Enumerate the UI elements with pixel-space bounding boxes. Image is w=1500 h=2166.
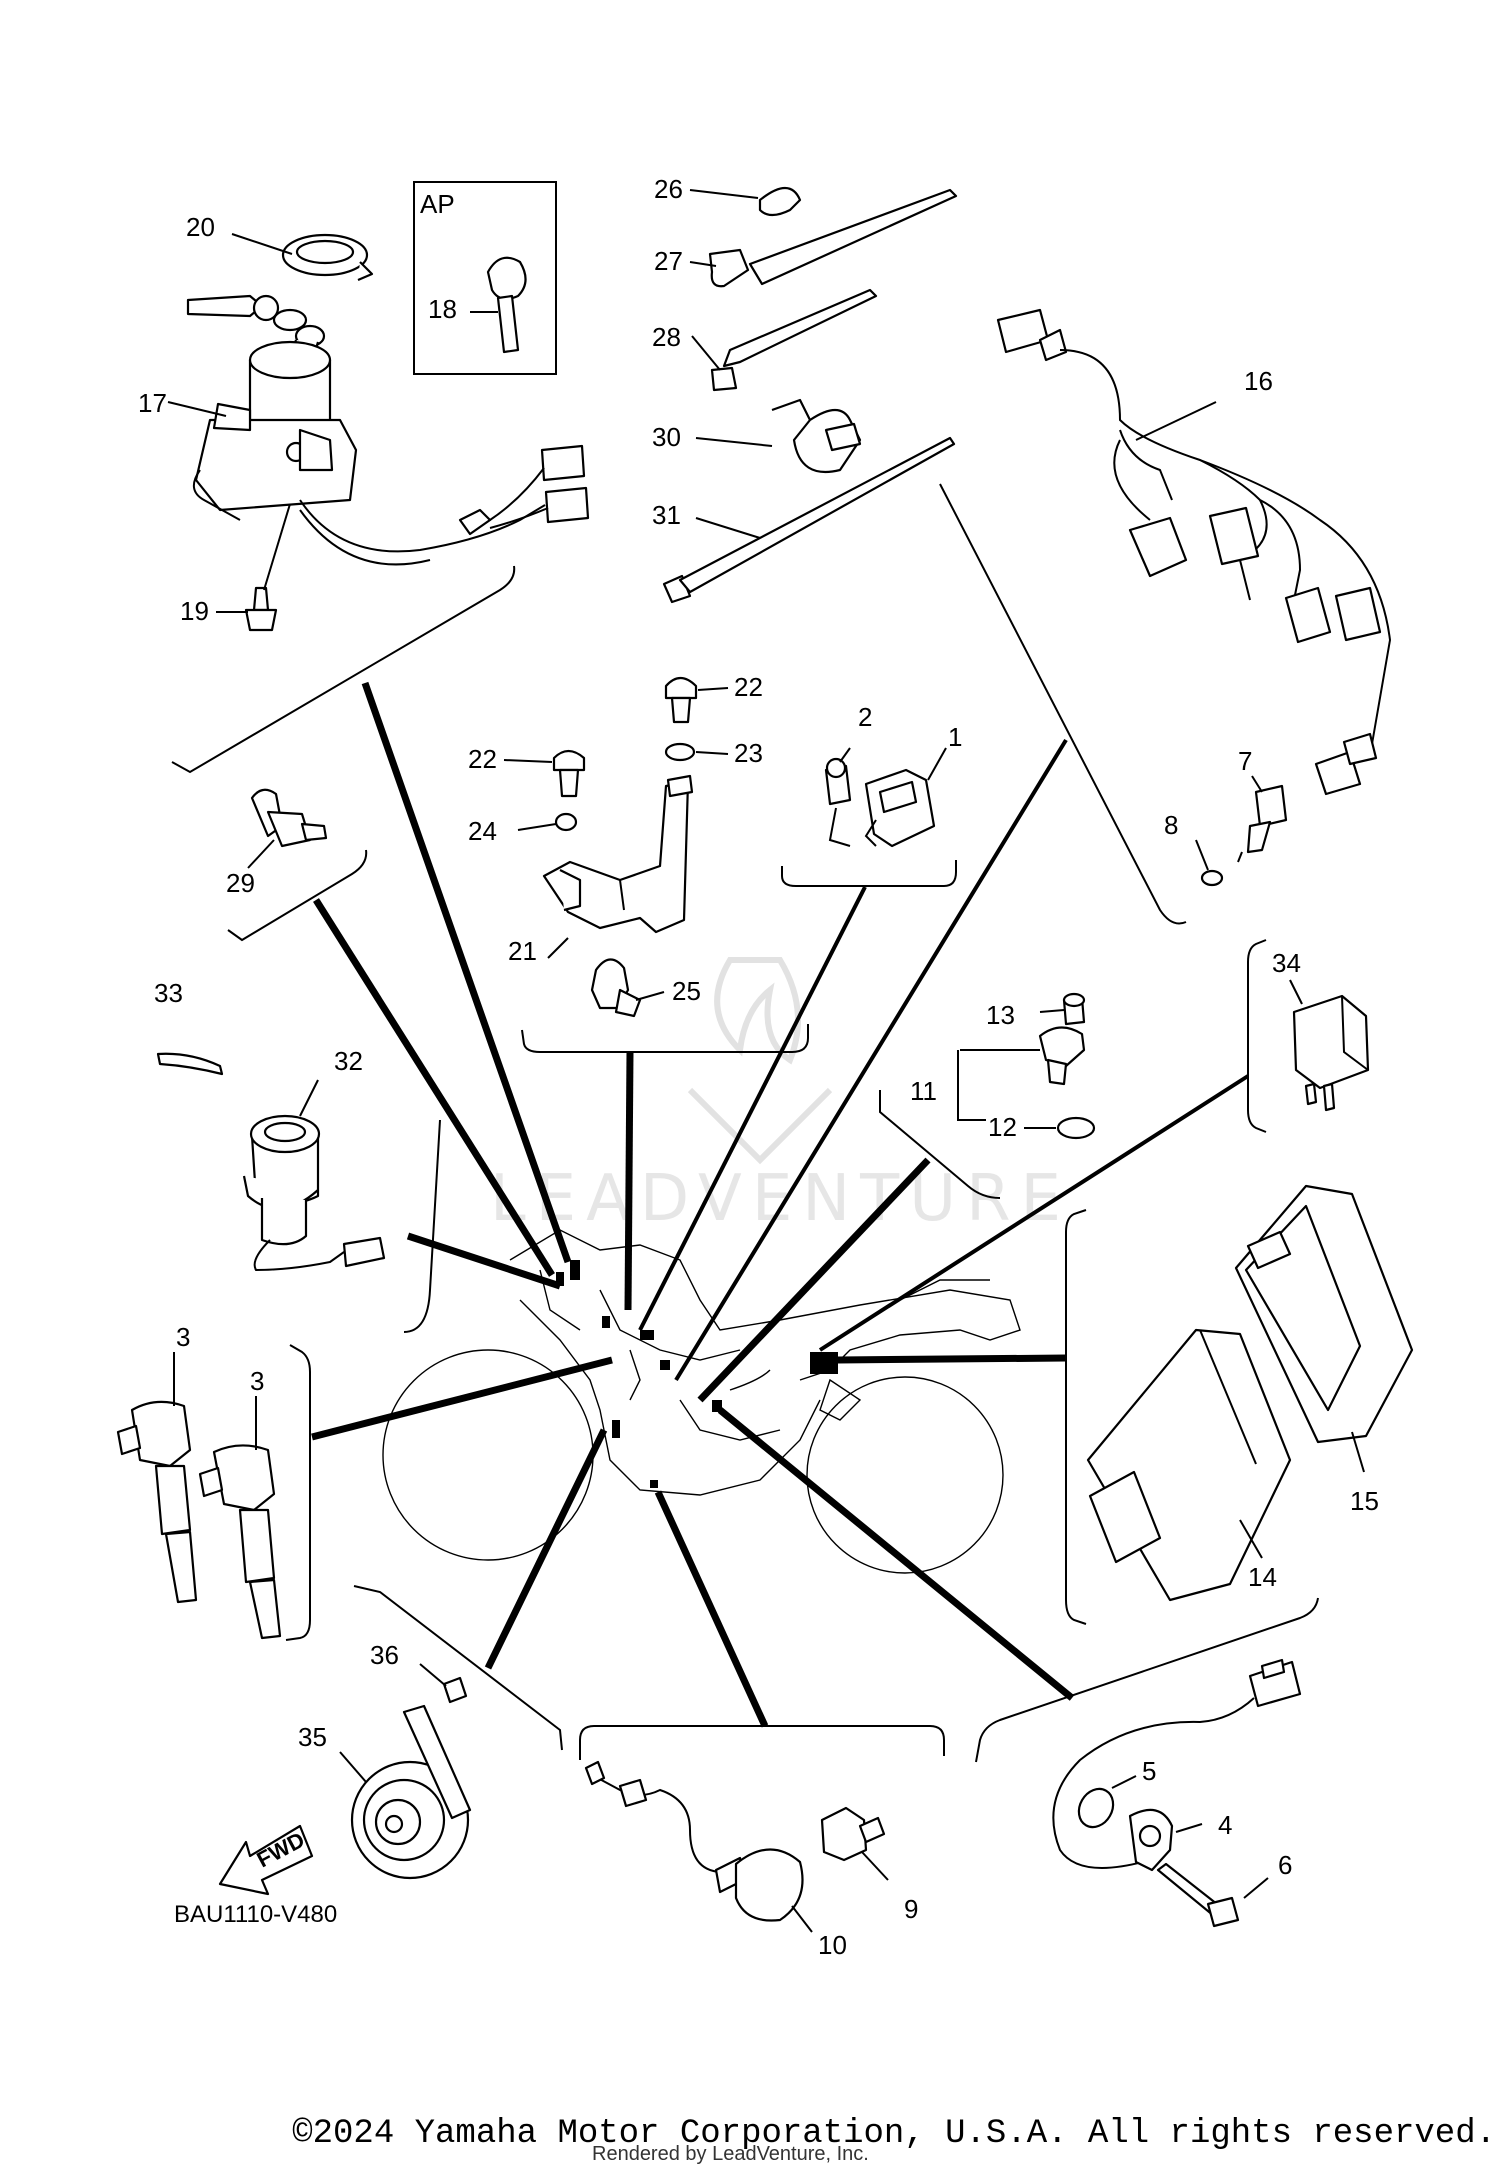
diagram-code: BAU1110-V480 — [174, 1901, 337, 1928]
callout-5: 5 — [1142, 1756, 1156, 1786]
callout-21: 21 — [508, 936, 537, 966]
rendered-by-text: Rendered by LeadVenture, Inc. — [592, 2143, 869, 2165]
bands-and-ties — [662, 186, 958, 604]
callout-33: 33 — [154, 978, 183, 1008]
sensor-11-13 — [957, 992, 1096, 1140]
sensor-4-6 — [1052, 1658, 1302, 1928]
callout-11: 11 — [910, 1076, 937, 1106]
sensor-1-2 — [824, 747, 947, 848]
ecu-14-15 — [1086, 1184, 1414, 1602]
callout-1: 1 — [948, 722, 962, 752]
callout-2: 2 — [858, 702, 872, 732]
callout-labels: 1 2 3 3 4 5 6 7 8 9 10 11 12 13 14 15 16… — [138, 174, 1379, 1960]
sensor-9-10 — [584, 1760, 889, 1933]
callout-24: 24 — [468, 816, 497, 846]
watermark-text: LEADVENTURE — [490, 1162, 1071, 1236]
sensor-29 — [247, 788, 328, 869]
callout-10: 10 — [818, 1930, 847, 1960]
callout-3b: 3 — [250, 1366, 264, 1396]
bracket-21-25 — [542, 676, 698, 1018]
callout-15: 15 — [1350, 1486, 1379, 1516]
callout-7: 7 — [1238, 746, 1252, 776]
callout-28: 28 — [652, 322, 681, 352]
callout-17: 17 — [138, 388, 167, 418]
callout-34: 34 — [1272, 948, 1301, 978]
horn-35-36 — [339, 1663, 472, 1880]
callout-30: 30 — [652, 422, 681, 452]
callout-35: 35 — [298, 1722, 327, 1752]
wire-harness-16 — [996, 308, 1392, 887]
main-switch-assembly — [186, 233, 590, 632]
fwd-arrow: FWD — [218, 1824, 314, 1896]
callout-19: 19 — [180, 596, 209, 626]
callout-12: 12 — [988, 1112, 1017, 1142]
callout-22b: 22 — [734, 672, 763, 702]
callout-3a: 3 — [176, 1322, 190, 1352]
callout-6: 6 — [1278, 1850, 1292, 1880]
callout-4: 4 — [1218, 1810, 1232, 1840]
callout-29: 29 — [226, 868, 255, 898]
callout-23: 23 — [734, 738, 763, 768]
socket-32-33 — [156, 1052, 386, 1272]
ap-key-inset: AP — [413, 181, 557, 375]
callout-14: 14 — [1248, 1562, 1277, 1592]
callout-8: 8 — [1164, 810, 1178, 840]
callout-31: 31 — [652, 500, 681, 530]
callout-25: 25 — [672, 976, 701, 1006]
inset-label: AP — [420, 189, 455, 219]
leader-lines — [311, 681, 1250, 1728]
callout-16: 16 — [1244, 366, 1273, 396]
callout-13: 13 — [986, 1000, 1015, 1030]
callout-32: 32 — [334, 1046, 363, 1076]
group-brackets — [171, 483, 1319, 1763]
watermark-logo — [687, 957, 833, 1165]
ignition-coils-3 — [116, 1352, 282, 1640]
copyright-notice: ©2024 Yamaha Motor Corporation, U.S.A. A… — [292, 2115, 1496, 2153]
callout-20: 20 — [186, 212, 215, 242]
callout-26: 26 — [654, 174, 683, 204]
callout-22a: 22 — [468, 744, 497, 774]
callout-27: 27 — [654, 246, 683, 276]
callout-leaders — [167, 189, 1217, 1013]
callout-9: 9 — [904, 1894, 918, 1924]
relay-34 — [1289, 979, 1370, 1112]
callout-18: 18 — [428, 294, 457, 324]
callout-36: 36 — [370, 1640, 399, 1670]
